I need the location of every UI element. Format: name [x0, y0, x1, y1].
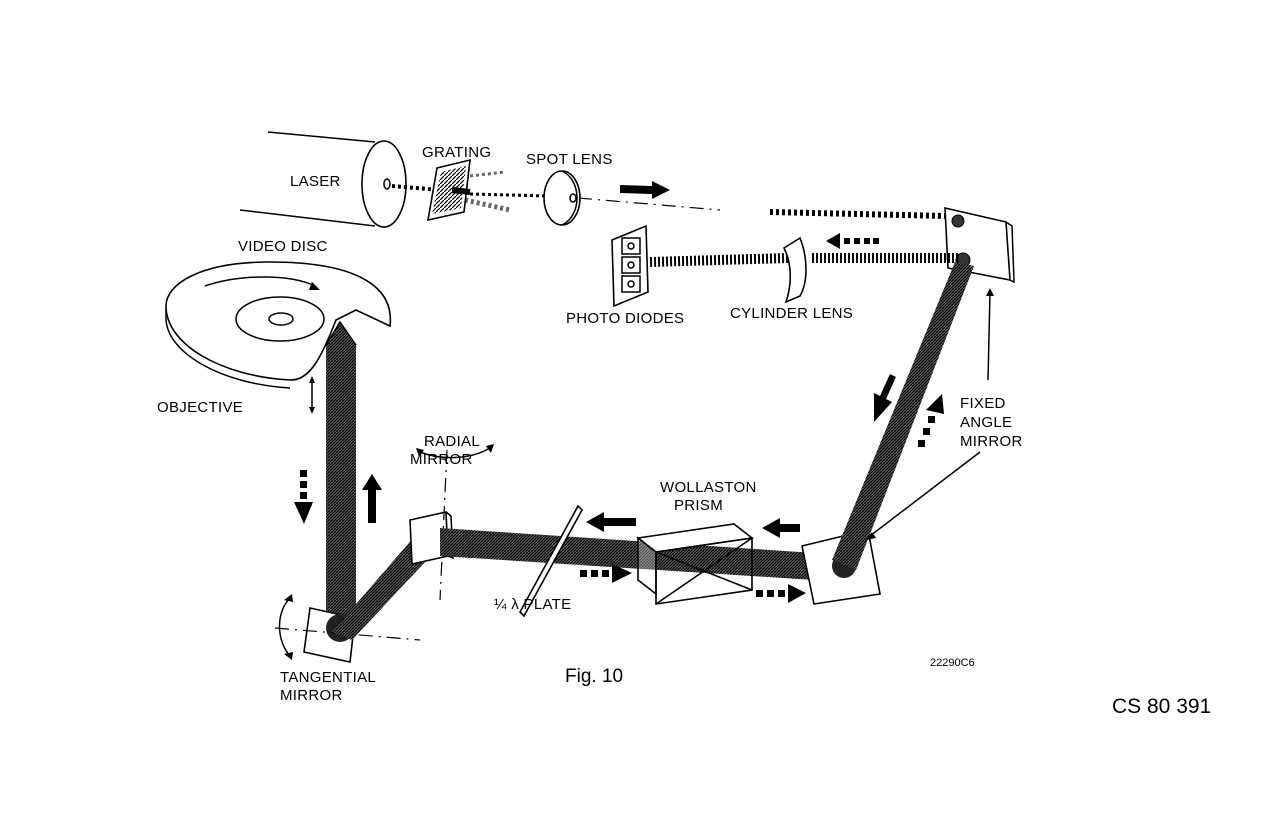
- focus-adjust-indicator: [309, 376, 315, 414]
- dashed-arrow-left-top: [826, 233, 879, 249]
- label-objective: OBJECTIVE: [157, 399, 243, 416]
- fixed-angle-mirror-top: [944, 206, 1015, 284]
- label-quarter-wave-plate: ¼ λ PLATE: [494, 596, 571, 613]
- cylinder-lens: [782, 236, 807, 304]
- label-radial-mirror-1: RADIAL: [424, 433, 480, 450]
- quarter-wave-plate: [519, 504, 583, 618]
- main-horizontal-beam: [440, 528, 845, 582]
- diagonal-beam-to-top-mirror: [832, 262, 974, 570]
- laser: [239, 131, 407, 228]
- label-fixed-angle-mirror-3: MIRROR: [960, 433, 1023, 450]
- label-photo-diodes: PHOTO DIODES: [566, 310, 684, 327]
- return-beam-to-diodes: [649, 253, 958, 267]
- label-tangential-mirror-1: TANGENTIAL: [280, 669, 376, 686]
- label-laser: LASER: [290, 173, 341, 190]
- photo-diodes: [611, 224, 649, 308]
- fixed-angle-leaders: [866, 288, 994, 540]
- dashed-arrow-down-objective: [294, 470, 313, 524]
- label-fixed-angle-mirror-1: FIXED: [960, 395, 1006, 412]
- label-video-disc: VIDEO DISC: [238, 238, 328, 255]
- label-radial-mirror-2: MIRROR: [410, 451, 473, 468]
- label-spot-lens: SPOT LENS: [526, 151, 613, 168]
- label-wollaston-prism-2: PRISM: [674, 497, 723, 514]
- arrow-left-after-mirror: [762, 518, 800, 538]
- radial-mirror: [409, 444, 494, 601]
- objective-beam: [325, 320, 357, 620]
- document-reference: CS 80 391: [1112, 695, 1211, 718]
- beam-direction-arrow-right: [620, 181, 670, 199]
- arrow-up-objective: [362, 474, 382, 523]
- grating: [427, 158, 471, 222]
- drawing-code: 22290C6: [930, 657, 975, 669]
- figure-caption: Fig. 10: [565, 666, 623, 687]
- laser-beam: [391, 170, 946, 219]
- spot-lens: [543, 170, 581, 226]
- label-cylinder-lens: CYLINDER LENS: [730, 305, 853, 322]
- dashed-arrow-up-diagonal: [918, 394, 944, 447]
- arrow-down-diagonal: [874, 374, 896, 422]
- label-wollaston-prism-1: WOLLASTON: [660, 479, 757, 496]
- label-grating: GRATING: [422, 144, 491, 161]
- wollaston-prism: [636, 523, 754, 605]
- label-tangential-mirror-2: MIRROR: [280, 687, 343, 704]
- label-fixed-angle-mirror-2: ANGLE: [960, 414, 1012, 431]
- dashed-arrow-right-plate: [580, 564, 632, 583]
- video-disc: [165, 261, 392, 389]
- arrow-left-before-plate: [586, 512, 636, 532]
- dashed-arrow-right-prism: [756, 584, 806, 603]
